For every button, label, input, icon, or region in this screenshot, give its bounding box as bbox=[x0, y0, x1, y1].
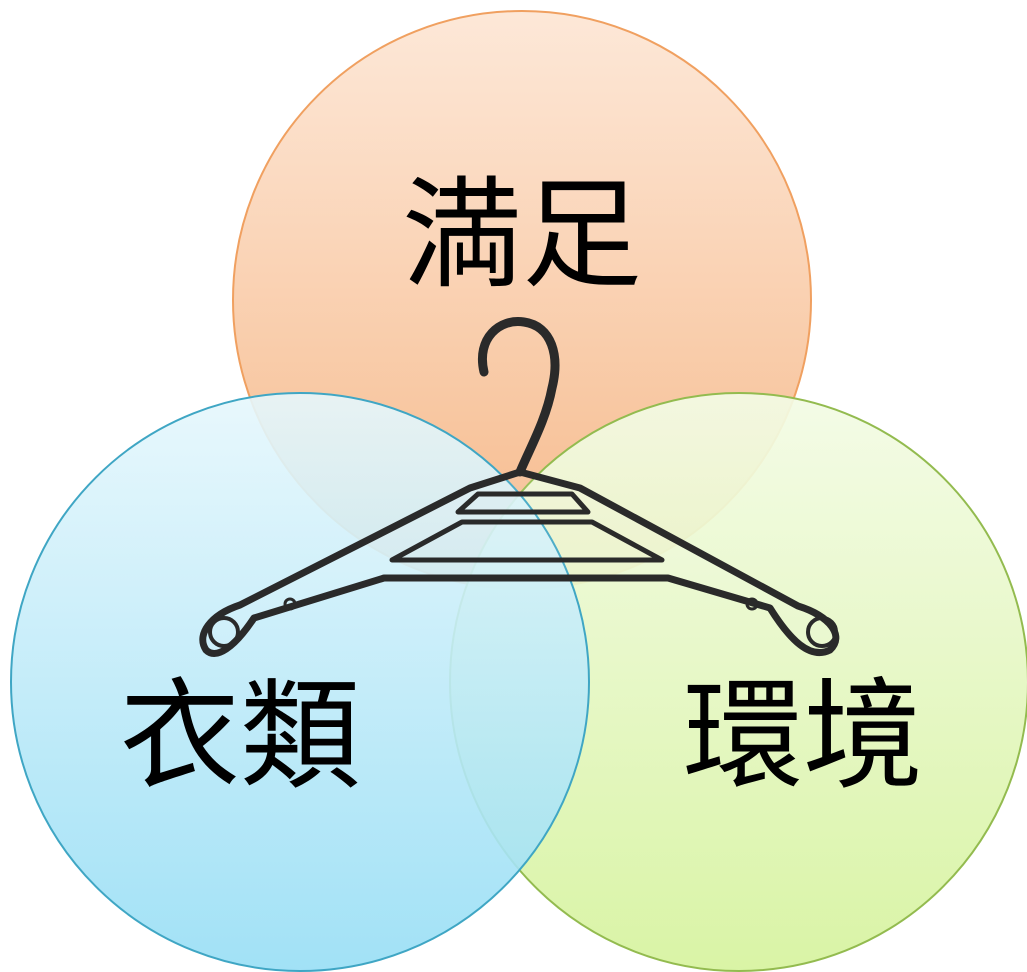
hanger-icon bbox=[199, 317, 840, 657]
circle-clothing bbox=[10, 392, 590, 972]
label-clothing: 衣類 bbox=[120, 668, 360, 807]
label-satisfaction: 満足 bbox=[402, 167, 642, 306]
label-environment: 環境 bbox=[683, 668, 923, 807]
